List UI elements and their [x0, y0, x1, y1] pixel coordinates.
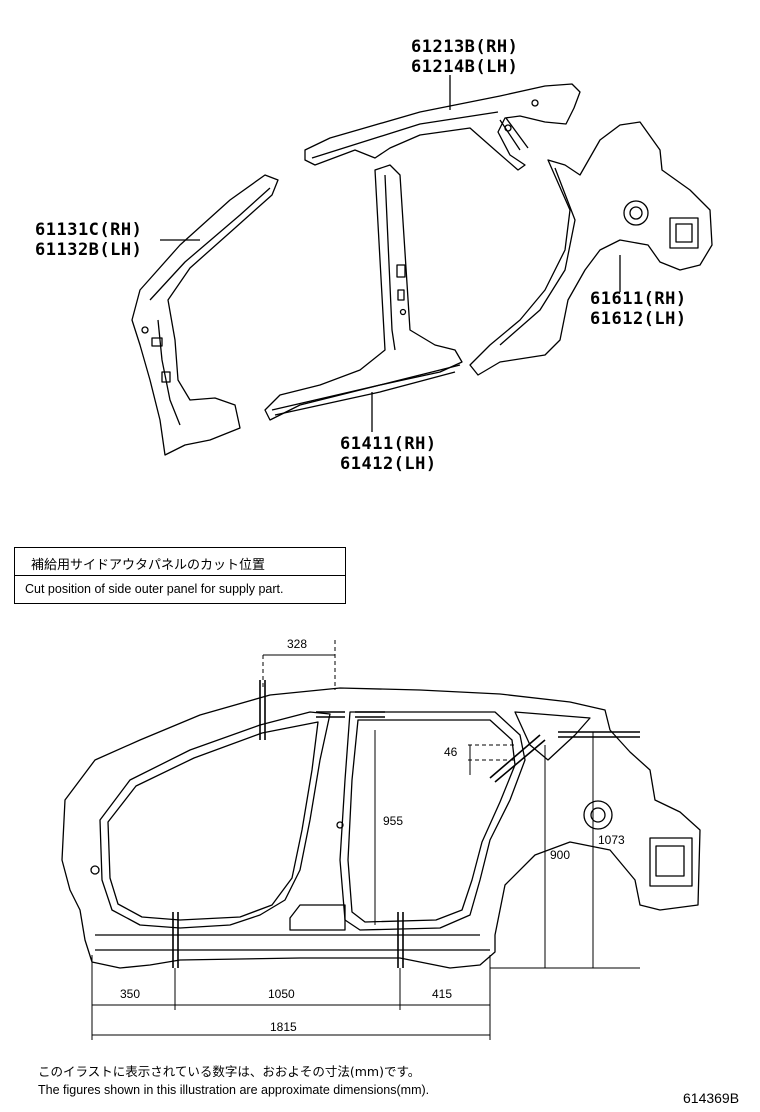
dimension-lines: [91, 640, 640, 1040]
front-pillar-lh-label: 61132B(LH): [35, 240, 143, 260]
note-en: The figures shown in this illustration a…: [38, 1083, 430, 1097]
center-pillar-rh-label: 61411(RH): [340, 434, 437, 454]
quarter-panel-rh-label: 61611(RH): [590, 289, 687, 309]
cut-position-box: 補給用サイドアウタパネルのカット位置 Cut position of side …: [14, 547, 346, 604]
dim-415: 415: [432, 987, 453, 1001]
center-pillar-lh-label: 61412(LH): [340, 454, 437, 474]
dim-900: 900: [550, 848, 571, 862]
figure-code: 614369B: [683, 1090, 740, 1106]
roof-side-rail: [304, 83, 581, 171]
roof-side-rh-label: 61213B(RH): [411, 37, 519, 57]
side-outer-panel: [61, 687, 701, 969]
dim-1050: 1050: [268, 987, 295, 1001]
dim-46: 46: [444, 745, 458, 759]
quarter-panel-lh-label: 61612(LH): [590, 309, 687, 329]
cut-position-jp: 補給用サイドアウタパネルのカット位置: [31, 558, 266, 573]
center-pillar-part: [264, 164, 463, 421]
dim-955: 955: [383, 814, 404, 828]
cut-lines: [172, 680, 640, 968]
dim-350: 350: [120, 987, 141, 1001]
note-jp: このイラストに表示されている数字は、おおよその寸法(mm)です。: [38, 1064, 421, 1079]
dim-328: 328: [287, 637, 308, 651]
front-pillar-part: [131, 174, 279, 456]
roof-side-lh-label: 61214B(LH): [411, 57, 519, 77]
quarter-panel-part: [469, 121, 713, 376]
dim-1815: 1815: [270, 1020, 297, 1034]
cut-position-en: Cut position of side outer panel for sup…: [25, 582, 284, 596]
box-divider: [15, 575, 345, 576]
dim-1073: 1073: [598, 833, 625, 847]
front-pillar-rh-label: 61131C(RH): [35, 220, 143, 240]
